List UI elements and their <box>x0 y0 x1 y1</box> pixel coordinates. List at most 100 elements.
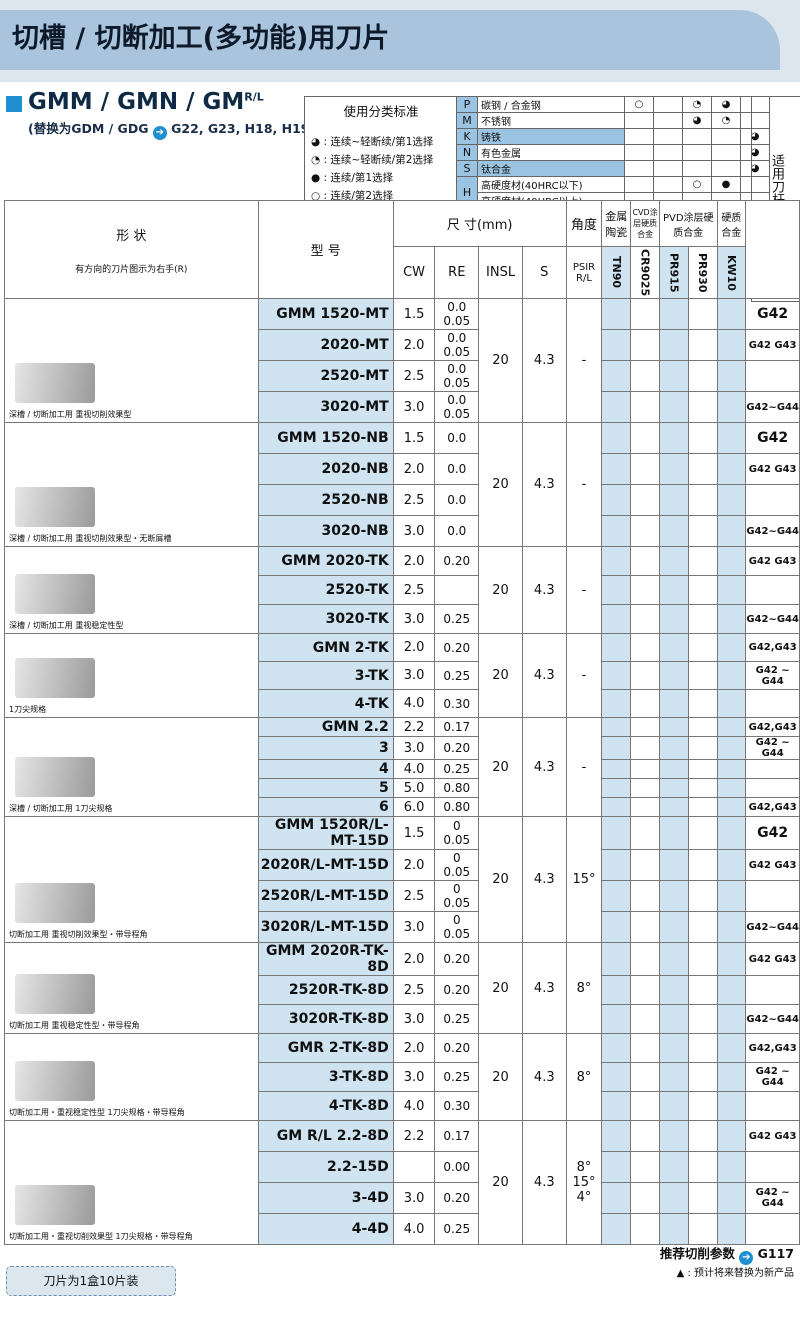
cw-cell: 3.0 <box>392 515 436 547</box>
grade-cell <box>630 1004 660 1034</box>
replacement-note: ▲ : 预计将来替换为新产品 <box>676 1268 794 1279</box>
grade-cell <box>630 661 660 690</box>
psir-cell: 8° <box>565 1033 603 1121</box>
cw-cell: 3.0 <box>392 1182 436 1214</box>
grade-kw10: KW10 <box>716 246 747 299</box>
grade-cell <box>659 1213 689 1245</box>
grade-cell <box>630 797 660 817</box>
s-cell: 4.3 <box>521 1120 567 1245</box>
grade-cell <box>659 717 689 737</box>
model-cell: 4 <box>257 759 394 779</box>
cw-cell: 2.0 <box>392 546 436 576</box>
grade-cell <box>630 1033 660 1063</box>
material-name: 铸铁 <box>477 128 625 145</box>
grade-cell <box>687 546 718 576</box>
psir-cell: - <box>565 633 603 718</box>
grade-cell <box>659 778 689 798</box>
re-cell: 0.20 <box>434 1033 480 1063</box>
ref-cell: G42 <box>745 816 800 850</box>
model-cell: 6 <box>257 797 394 817</box>
cw-cell: 4.0 <box>392 759 436 779</box>
s-cell: 4.3 <box>521 298 567 423</box>
s-cell: 4.3 <box>521 546 567 634</box>
grade-cell <box>687 975 718 1005</box>
col-cermet: 金属陶瓷 <box>601 200 632 247</box>
grade-cell <box>659 1033 689 1063</box>
grade-cell <box>716 453 747 485</box>
insl-cell: 20 <box>478 717 523 817</box>
replace-text: (替换为GDM / GDG <box>28 121 149 136</box>
model-cell: 2520R/L-MT-15D <box>257 880 394 912</box>
cw-cell: 3.0 <box>392 661 436 690</box>
grade-cell <box>630 515 660 547</box>
usage-line: ◔ : 连续~轻断续/第2选择 <box>311 154 434 166</box>
grade-cell <box>716 575 747 605</box>
model-cell: 3-TK <box>257 661 394 690</box>
cw-cell: 2.0 <box>392 942 436 976</box>
model-cell: 2520-MT <box>257 360 394 392</box>
grade-cell <box>687 816 718 850</box>
ref-cell <box>745 1213 800 1245</box>
grade-cell <box>716 1120 747 1152</box>
insl-cell: 20 <box>478 1033 523 1121</box>
model-cell: 3020R-TK-8D <box>257 1004 394 1034</box>
model-cell: 2.2-15D <box>257 1151 394 1183</box>
material-name: 高硬度材(40HRC以下) <box>477 176 625 193</box>
model-cell: 3020-NB <box>257 515 394 547</box>
grade-cell <box>687 422 718 454</box>
psir-cell: 8° <box>565 942 603 1034</box>
grade-cell <box>716 911 747 943</box>
grade-cell <box>687 797 718 817</box>
grade-cell <box>716 689 747 718</box>
replace-refs: G22, G23, H18, H19) <box>171 121 316 136</box>
shape-cell: 切断加工用 重视切削效果型・带导程角 <box>4 816 259 943</box>
grade-cell <box>716 360 747 392</box>
grade-tn90: TN90 <box>601 246 632 299</box>
grade-cell <box>630 1062 660 1092</box>
grade-cell <box>601 717 632 737</box>
shape-cell: 切断加工用・重视切削效果型 1刀尖规格・带导程角 <box>4 1120 259 1245</box>
grade-cell <box>716 1091 747 1121</box>
grade-cell <box>659 575 689 605</box>
grade-cell <box>659 329 689 361</box>
model-cell: 4-TK-8D <box>257 1091 394 1121</box>
grade-cell <box>659 633 689 662</box>
s-cell: 4.3 <box>521 422 567 547</box>
grade-cell <box>687 329 718 361</box>
ref-cell: G42 G43 <box>745 546 800 576</box>
grade-cell <box>601 911 632 943</box>
re-cell: 0.20 <box>434 546 480 576</box>
ref-cell <box>745 360 800 392</box>
cw-cell: 3.0 <box>392 911 436 943</box>
cw-cell: 2.5 <box>392 975 436 1005</box>
ref-cell: G42 <box>745 422 800 454</box>
grade-cell <box>601 1033 632 1063</box>
s-cell: 4.3 <box>521 1033 567 1121</box>
col-dims: 尺 寸(mm) <box>392 200 567 247</box>
grade-pr915: PR915 <box>659 246 689 299</box>
grade-cell <box>716 736 747 760</box>
shape-cell: 切断加工用 重视稳定性型・带导程角 <box>4 942 259 1034</box>
insl-cell: 20 <box>478 546 523 634</box>
material-code: M <box>456 112 478 129</box>
grade-cell <box>716 778 747 798</box>
grade-cell <box>659 797 689 817</box>
grade-cell <box>630 717 660 737</box>
cw-cell: 2.0 <box>392 1033 436 1063</box>
insl-cell: 20 <box>478 298 523 423</box>
material-name: 不锈钢 <box>477 112 625 129</box>
cutting-params[interactable]: 推荐切削参数 ➔ G117 <box>660 1243 794 1265</box>
series-title: GMM / GMN / GMR/L <box>28 89 264 115</box>
grade-cell <box>687 453 718 485</box>
